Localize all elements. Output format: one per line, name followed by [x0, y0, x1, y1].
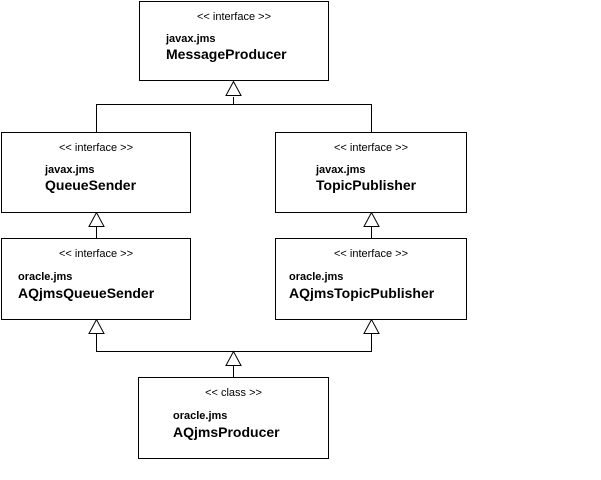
aqjms-queue-sender-box: << interface >> oracle.jms AQjmsQueueSen…: [1, 238, 191, 320]
stereotype-label: << class >>: [205, 387, 262, 399]
package-label: oracle.jms: [18, 271, 73, 283]
class-name-label: AQjmsProducer: [173, 424, 280, 440]
aqjms-producer-box: << class >> oracle.jms AQjmsProducer: [138, 377, 329, 459]
package-label: javax.jms: [45, 164, 95, 176]
inheritance-line-queue-sender-to-message-producer: [96, 97, 234, 132]
stereotype-label: << interface >>: [197, 11, 271, 23]
class-name-label: AQjmsTopicPublisher: [289, 285, 435, 301]
class-name-label: TopicPublisher: [316, 177, 417, 193]
message-producer-box: << interface >> javax.jms MessageProduce…: [139, 1, 329, 81]
stereotype-label: << interface >>: [334, 142, 408, 154]
inheritance-arrowhead-queue-sender: [88, 211, 105, 227]
class-name-label: MessageProducer: [166, 46, 287, 62]
aqjms-topic-publisher-box: << interface >> oracle.jms AQjmsTopicPub…: [275, 238, 467, 320]
class-name-label: QueueSender: [45, 177, 137, 193]
inheritance-arrowhead-topic-publisher: [363, 211, 380, 227]
package-label: javax.jms: [316, 164, 366, 176]
inheritance-arrowhead-aqjms-producer-junction: [225, 350, 242, 366]
class-name-label: AQjmsQueueSender: [18, 285, 155, 301]
inheritance-line-to-aqjms-queue-sender: [96, 334, 372, 352]
package-label: oracle.jms: [289, 271, 344, 283]
stereotype-label: << interface >>: [334, 248, 408, 260]
queue-sender-box: << interface >> javax.jms QueueSender: [1, 132, 191, 213]
topic-publisher-box: << interface >> javax.jms TopicPublisher: [275, 132, 467, 213]
inheritance-arrowhead-aqjms-topic-publisher: [363, 318, 380, 334]
package-label: javax.jms: [166, 33, 216, 45]
inheritance-arrowhead-message-producer: [225, 80, 242, 96]
package-label: oracle.jms: [173, 410, 228, 422]
inheritance-line-topic-publisher-to-message-producer: [233, 104, 372, 132]
stereotype-label: << interface >>: [59, 142, 133, 154]
inheritance-arrowhead-aqjms-queue-sender: [88, 318, 105, 334]
stereotype-label: << interface >>: [59, 248, 133, 260]
